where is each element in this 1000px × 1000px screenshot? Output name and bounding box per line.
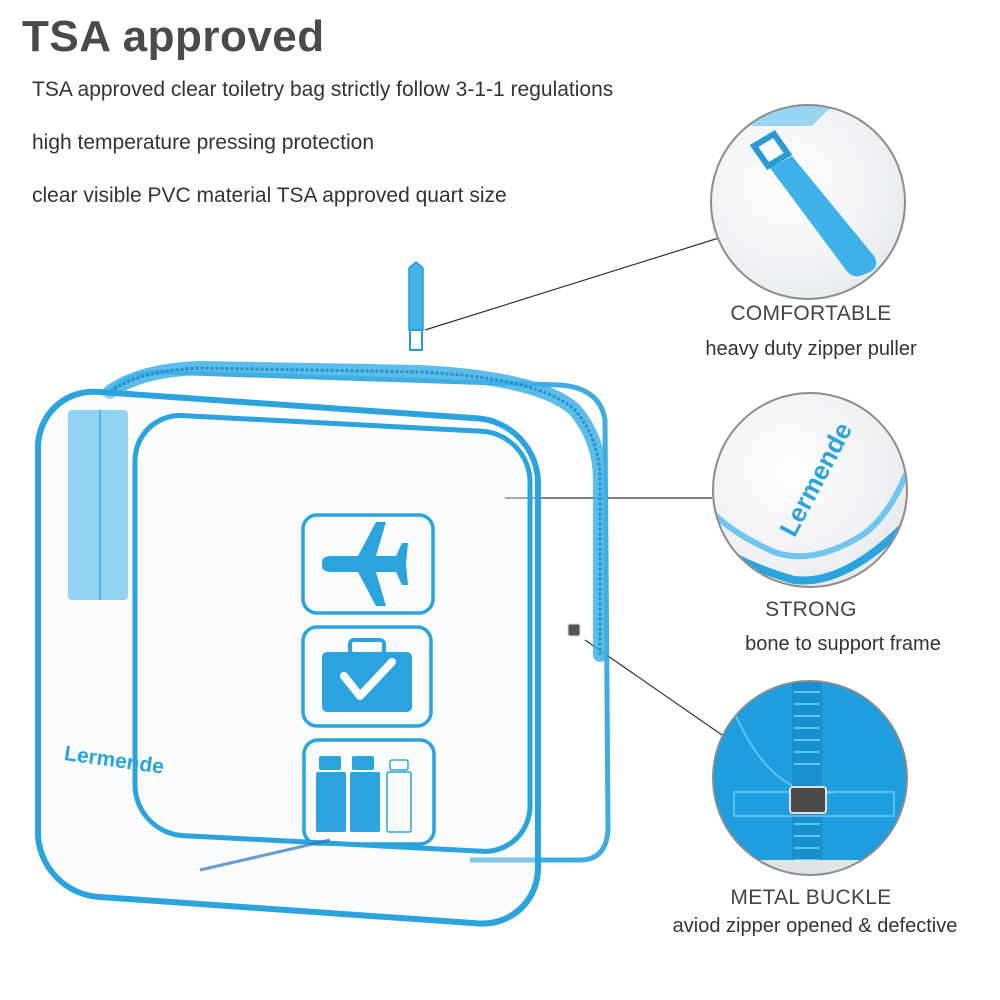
callout-description-metal-buckle: aviod zipper opened & defective bbox=[672, 915, 958, 937]
metal-buckle bbox=[567, 623, 581, 637]
feature-line-3: clear visible PVC material TSA approved … bbox=[32, 184, 507, 207]
callout-heading-metal-buckle: METAL BUCKLE bbox=[730, 886, 892, 909]
callout-heading-strong: STRONG bbox=[765, 598, 857, 621]
page-title: TSA approved bbox=[22, 12, 325, 61]
suitcase-check-icon bbox=[301, 625, 433, 728]
bottles-icon bbox=[302, 738, 436, 846]
callout-description-strong: bone to support frame bbox=[745, 633, 941, 655]
callout-heading-comfortable: COMFORTABLE bbox=[730, 302, 892, 325]
airplane-icon bbox=[301, 513, 435, 615]
metal-buckle-closeup bbox=[712, 680, 908, 876]
leader-line-puller bbox=[424, 236, 723, 331]
feature-line-1: TSA approved clear toiletry bag strictly… bbox=[32, 78, 614, 101]
feature-line-2: high temperature pressing protection bbox=[32, 131, 375, 154]
frame-edge-closeup: Lermende bbox=[712, 392, 908, 588]
zipper-puller bbox=[408, 261, 424, 351]
callout-description-comfortable: heavy duty zipper puller bbox=[705, 338, 917, 360]
handle-strap bbox=[68, 410, 128, 600]
zipper-puller-closeup bbox=[710, 104, 906, 300]
